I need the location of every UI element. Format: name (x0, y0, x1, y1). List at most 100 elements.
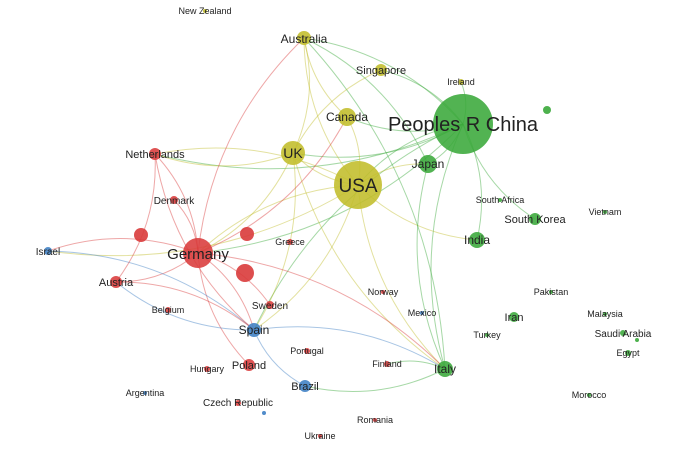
node-southkorea[interactable] (529, 213, 541, 225)
edge-netherlands-austria (115, 153, 156, 283)
label-vietnam: Vietnam (589, 207, 622, 217)
node-romania[interactable] (373, 418, 377, 422)
node-finland[interactable] (384, 361, 390, 367)
node-singapore[interactable] (375, 64, 387, 76)
node-norway[interactable] (381, 290, 385, 294)
node-egypt[interactable] (625, 350, 631, 356)
node-ireland[interactable] (458, 79, 464, 85)
node-austria[interactable] (110, 276, 122, 288)
label-belgium: Belgium (152, 305, 185, 315)
edge-italy-australia (303, 37, 446, 370)
network-node-dot[interactable] (543, 106, 551, 114)
label-ukraine: Ukraine (304, 431, 335, 441)
label-malaysia: Malaysia (587, 309, 623, 319)
node-usa[interactable] (334, 161, 382, 209)
node-belgium[interactable] (165, 307, 171, 313)
label-usa: USA (338, 176, 377, 197)
label-pakistan: Pakistan (534, 287, 569, 297)
edge-germany-israel (47, 238, 199, 254)
edges-layer (47, 37, 536, 393)
label-singapore: Singapore (356, 65, 406, 77)
edge-spain-austria (115, 281, 255, 331)
node-czech[interactable] (235, 400, 241, 406)
label-portugal: Portugal (290, 346, 324, 356)
edge-spain-italy (253, 326, 446, 370)
node-malaysia[interactable] (603, 312, 607, 316)
label-southafrica: South Africa (476, 195, 525, 205)
node-ukraine[interactable] (318, 434, 322, 438)
node-sweden[interactable] (266, 301, 274, 309)
label-italy: Italy (434, 362, 456, 376)
network-node-dot[interactable] (635, 338, 639, 342)
label-czech: Czech Republic (203, 398, 273, 409)
edge-china-italy (430, 123, 464, 370)
node-portugal[interactable] (304, 348, 310, 354)
label-poland: Poland (232, 360, 266, 372)
node-brazil[interactable] (299, 380, 311, 392)
node-southafrica[interactable] (498, 198, 502, 202)
node-australia[interactable] (297, 31, 311, 45)
node-israel[interactable] (44, 247, 52, 255)
label-finland: Finland (372, 359, 402, 369)
label-canada: Canada (326, 110, 368, 124)
edge-spain-israel (47, 250, 255, 331)
label-argentina: Argentina (126, 388, 165, 398)
network-node-dot[interactable] (134, 228, 148, 242)
node-turkey[interactable] (485, 333, 489, 337)
edge-canada-australia (303, 37, 348, 118)
network-node-dot[interactable] (262, 411, 266, 415)
label-china: Peoples R China (388, 114, 539, 136)
node-germany[interactable] (183, 238, 213, 268)
node-india[interactable] (469, 232, 485, 248)
node-canada[interactable] (338, 108, 356, 126)
edge-uk-australia (292, 37, 311, 154)
label-netherlands: Netherlands (125, 149, 185, 161)
node-newzealand[interactable] (203, 9, 207, 13)
label-hungary: Hungary (190, 364, 225, 374)
label-uk: UK (283, 145, 303, 161)
node-hungary[interactable] (204, 366, 210, 372)
label-norway: Norway (368, 287, 399, 297)
edge-uk-italy (292, 152, 446, 370)
label-sweden: Sweden (252, 301, 288, 312)
node-china[interactable] (433, 94, 493, 154)
edge-germany-italy (197, 252, 446, 370)
edge-japan-australia (303, 37, 429, 165)
edge-china-germany (197, 123, 464, 254)
label-australia: Australia (281, 32, 328, 46)
node-pakistan[interactable] (549, 290, 553, 294)
label-southkorea: South Korea (504, 214, 566, 226)
edge-uk-spain (253, 152, 296, 331)
network-node-dot[interactable] (236, 264, 254, 282)
label-israel: Israel (36, 247, 60, 258)
node-argentina[interactable] (143, 391, 147, 395)
edge-usa-netherlands (154, 147, 359, 186)
node-saudiarabia[interactable] (620, 330, 626, 336)
node-vietnam[interactable] (603, 210, 607, 214)
node-poland[interactable] (243, 359, 255, 371)
node-iran[interactable] (509, 312, 519, 322)
node-spain[interactable] (247, 323, 261, 337)
label-romania: Romania (357, 415, 393, 425)
node-denmark[interactable] (170, 196, 178, 204)
edge-uk-germany (197, 152, 294, 254)
edge-germany-australia (197, 37, 305, 254)
node-greece[interactable] (287, 239, 293, 245)
network-node-dot[interactable] (240, 227, 254, 241)
label-saudiarabia: Saudi Arabia (595, 329, 652, 340)
label-newzealand: New Zealand (178, 6, 231, 16)
edge-china-netherlands (154, 123, 464, 170)
node-japan[interactable] (419, 155, 437, 173)
label-turkey: Turkey (473, 330, 501, 340)
node-italy[interactable] (437, 361, 453, 377)
node-morocco[interactable] (587, 393, 591, 397)
edge-singapore-uk (292, 69, 382, 154)
node-uk[interactable] (281, 141, 305, 165)
edge-italy-japan (416, 163, 446, 370)
label-germany: Germany (167, 246, 229, 263)
node-mexico[interactable] (420, 311, 424, 315)
label-egypt: Egypt (616, 348, 640, 358)
node-netherlands[interactable] (149, 148, 161, 160)
nodes-layer (44, 9, 639, 438)
